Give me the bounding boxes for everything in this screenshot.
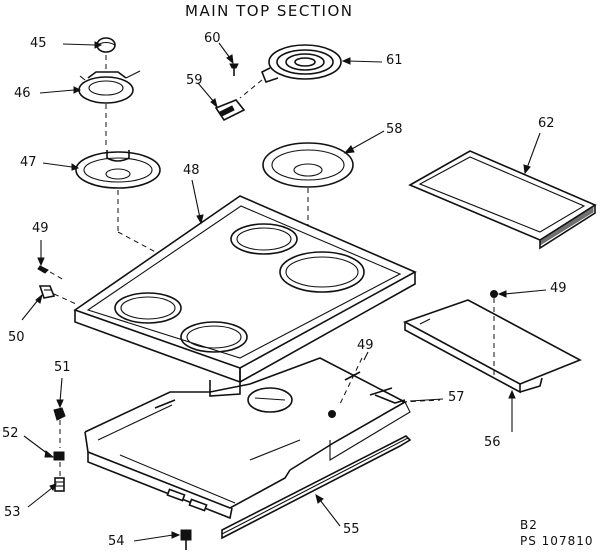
strip-55	[221, 435, 412, 540]
screw-49-left	[37, 265, 49, 274]
fastener-51	[53, 407, 66, 421]
diagram-title: MAIN TOP SECTION	[185, 2, 354, 20]
screw-60	[229, 63, 239, 76]
screw-54	[180, 529, 192, 550]
rear-panel-56	[403, 299, 582, 394]
part-label-56: 56	[484, 435, 501, 450]
drip-pan-47	[75, 150, 161, 189]
part-label-54: 54	[108, 534, 125, 549]
part-label-57: 57	[448, 390, 465, 405]
coil-element-61	[260, 44, 342, 83]
part-label-49-right: 49	[550, 281, 567, 296]
part-label-55: 55	[343, 522, 360, 537]
part-label-48: 48	[183, 163, 200, 178]
part-label-50: 50	[8, 330, 25, 345]
part-label-46: 46	[14, 86, 31, 101]
part-label-62: 62	[538, 116, 555, 131]
part-label-51: 51	[54, 360, 71, 375]
diagram-code: PS 107810	[520, 534, 594, 548]
leader-lines	[21, 41, 547, 542]
main-top-48	[73, 195, 417, 397]
part-label-60: 60	[204, 31, 221, 46]
part-label-59: 59	[186, 73, 203, 88]
part-label-58: 58	[386, 122, 403, 137]
terminal-block-59	[214, 99, 246, 122]
fastener-52	[53, 451, 65, 461]
part-label-47: 47	[20, 155, 37, 170]
sheet-number: B2	[520, 518, 538, 532]
body-box-57	[84, 357, 411, 520]
drip-pan-58	[262, 142, 354, 188]
part-label-53: 53	[4, 505, 21, 520]
part-label-61: 61	[386, 53, 403, 68]
switch-46	[78, 70, 141, 104]
fastener-53	[54, 477, 65, 492]
part-label-49-middle: 49	[357, 338, 374, 353]
part-label-52: 52	[2, 426, 19, 441]
cover-62	[408, 150, 597, 250]
part-label-45: 45	[30, 36, 47, 51]
part-label-49-left: 49	[32, 221, 49, 236]
